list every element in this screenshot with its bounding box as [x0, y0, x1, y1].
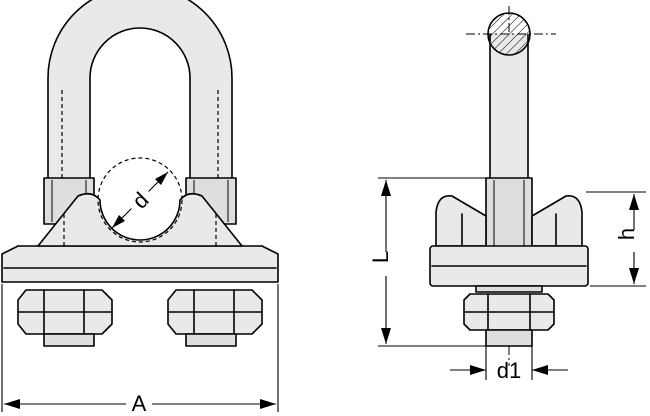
label-L: L [368, 251, 393, 263]
saddle-wing-left [435, 195, 487, 247]
bolt-end-left [43, 333, 95, 347]
dim-h: h [586, 191, 646, 287]
label-d1: d1 [497, 358, 521, 383]
dim-A: A [1, 284, 279, 416]
saddle-wing-right [531, 195, 583, 247]
side-view: L h d1 [368, 6, 646, 383]
u-bolt [47, 0, 233, 191]
washer [475, 285, 543, 293]
rod-thread [485, 177, 533, 249]
bolt-end-right [185, 333, 237, 347]
nut-left [17, 289, 113, 335]
bolt-end-side [485, 329, 533, 347]
label-A: A [132, 391, 147, 416]
rope-section-circle [97, 157, 183, 243]
dim-d1: d1 [450, 346, 568, 383]
dim-L: L [368, 177, 486, 347]
saddle-body [37, 192, 243, 247]
dim-d: d [111, 171, 169, 229]
saddle-plate [1, 245, 279, 283]
label-h: h [614, 228, 639, 240]
front-view: d A [1, 0, 279, 416]
nut-right [167, 289, 263, 335]
u-bolt-rod [489, 34, 529, 183]
